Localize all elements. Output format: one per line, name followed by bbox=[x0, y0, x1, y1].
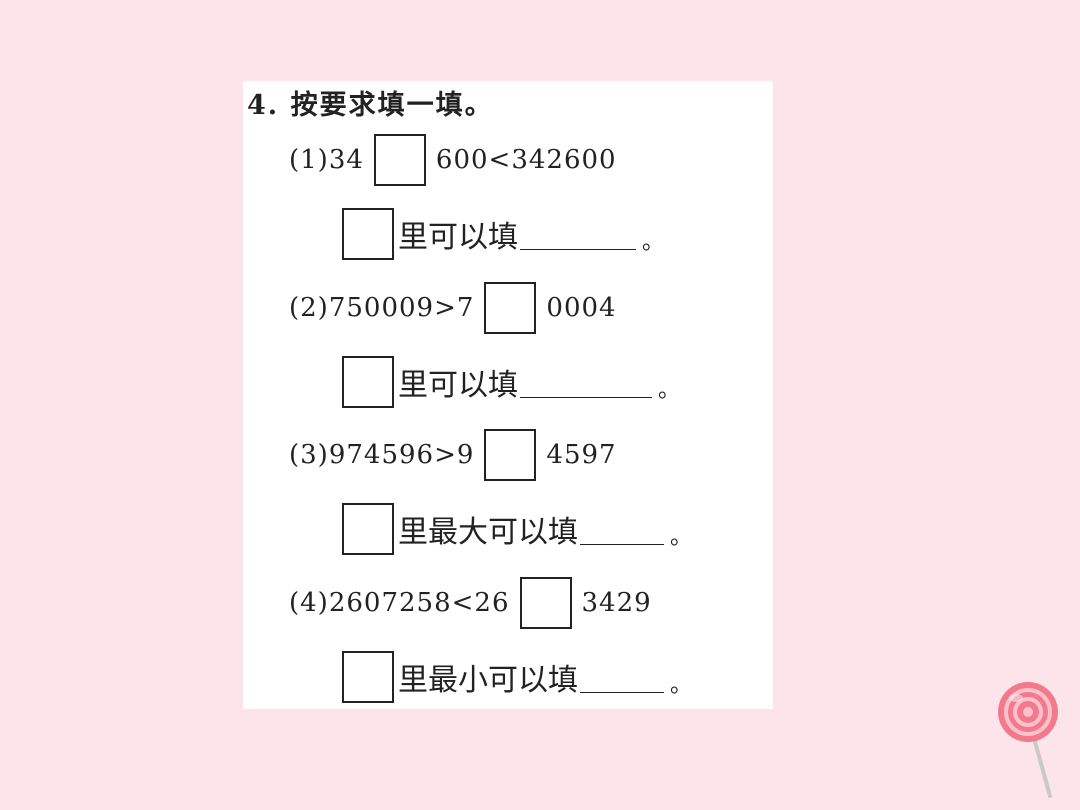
item-4-answer-text: 里最小可以填 bbox=[398, 663, 578, 698]
item-1-prefix: (1)34 bbox=[289, 145, 364, 175]
item-1-period: 。 bbox=[642, 230, 665, 255]
question-heading: 4. 按要求填一填。 bbox=[247, 83, 494, 122]
item-1-box-reference bbox=[342, 208, 394, 260]
item-3-expression: (3)974596>9 4597 bbox=[289, 429, 617, 481]
item-2-digit-box[interactable] bbox=[484, 282, 537, 334]
item-2-expression: (2)750009>7 0004 bbox=[289, 282, 617, 334]
item-2-suffix: 0004 bbox=[546, 293, 617, 323]
lollipop-icon bbox=[998, 682, 1058, 798]
item-2-answer-blank[interactable] bbox=[520, 367, 652, 398]
item-2-prefix: (2)750009>7 bbox=[289, 293, 475, 323]
item-3-prefix: (3)974596>9 bbox=[289, 440, 475, 470]
item-3-suffix: 4597 bbox=[546, 440, 617, 470]
item-2-box-reference bbox=[342, 356, 394, 408]
item-2-answer-line: 里可以填 。 bbox=[342, 356, 680, 408]
question-title: 按要求填一填。 bbox=[290, 90, 494, 121]
item-3-box-reference bbox=[342, 503, 394, 555]
item-4-answer-blank[interactable] bbox=[580, 662, 664, 693]
question-card: 4. 按要求填一填。 (1)34 600<342600 里可以填 。 (2)75… bbox=[243, 81, 773, 709]
item-1-suffix: 600<342600 bbox=[435, 145, 617, 175]
item-1-answer-blank[interactable] bbox=[520, 219, 636, 250]
item-4-answer-line: 里最小可以填 。 bbox=[342, 651, 692, 703]
item-4-period: 。 bbox=[670, 673, 693, 698]
item-3-period: 。 bbox=[670, 525, 693, 550]
item-3-answer-line: 里最大可以填 。 bbox=[342, 503, 692, 555]
item-1-digit-box[interactable] bbox=[373, 134, 426, 186]
item-4-digit-box[interactable] bbox=[519, 577, 572, 629]
item-1-expression: (1)34 600<342600 bbox=[289, 134, 617, 186]
item-3-digit-box[interactable] bbox=[484, 429, 537, 481]
item-4-box-reference bbox=[342, 651, 394, 703]
item-2-answer-text: 里可以填 bbox=[398, 368, 518, 403]
item-4-expression: (4)2607258<26 3429 bbox=[289, 577, 652, 629]
item-4-suffix: 3429 bbox=[581, 588, 652, 618]
item-2-period: 。 bbox=[658, 378, 681, 403]
question-number: 4. bbox=[247, 90, 280, 121]
item-1-answer-text: 里可以填 bbox=[398, 220, 518, 255]
item-3-answer-text: 里最大可以填 bbox=[398, 515, 578, 550]
item-3-answer-blank[interactable] bbox=[580, 514, 664, 545]
item-4-prefix: (4)2607258<26 bbox=[289, 588, 510, 618]
item-1-answer-line: 里可以填 。 bbox=[342, 208, 664, 260]
